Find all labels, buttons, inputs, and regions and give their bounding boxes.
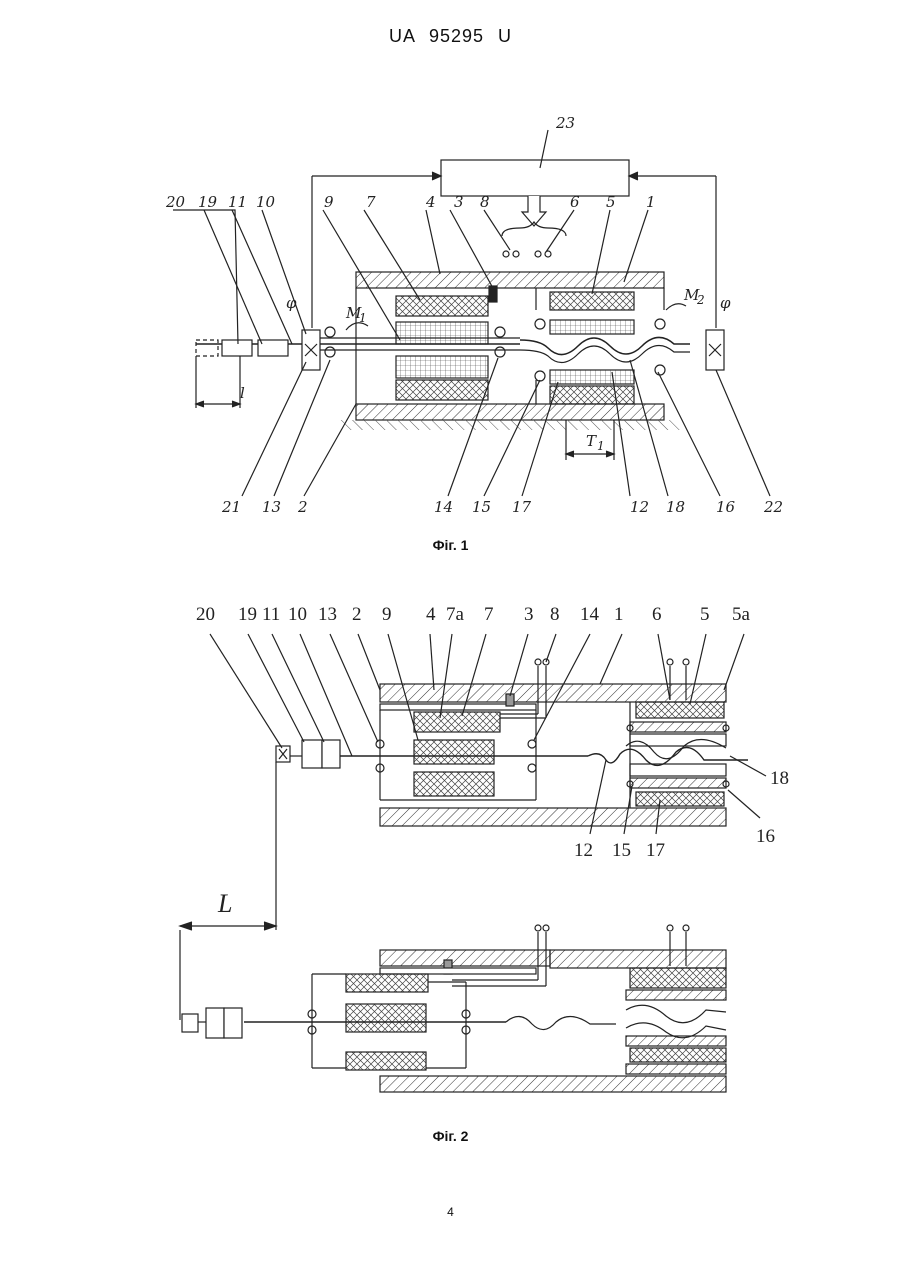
fig2-label: 14 [580,604,600,625]
fig2-label: 6 [652,604,662,625]
fig1-label: 4 [425,193,436,211]
fig2-label: 4 [426,604,436,625]
fig2-label: 12 [574,840,593,861]
fig1-label-23: 23 [555,114,575,132]
fig1-label: 18 [666,498,685,516]
fig2-label: 5a [732,604,751,625]
fig1-label: 17 [512,498,532,516]
fig1-label: 14 [434,498,453,516]
fig2-label: 17 [646,840,665,861]
fig2-label: 13 [318,604,337,625]
fig2-label: 7a [446,604,465,625]
fig1-label: 9 [324,193,334,211]
L-label: L [217,889,232,918]
fig2-label: 10 [288,604,307,625]
fig2-label: 11 [262,604,280,625]
fig2-label: 3 [524,604,534,625]
fig1-label: 15 [472,498,491,516]
fig2-label-18: 18 [770,768,789,789]
fig1-label: 21 [221,498,241,516]
fig1-label: 22 [763,498,783,516]
figure-2-caption: Фіг. 2 [0,1128,901,1144]
fig1-label: 1 [646,193,656,211]
fig2-label: 2 [352,604,362,625]
fig1-label: 10 [256,193,276,211]
t-subscript: 1 [597,439,605,453]
figure-1 [173,130,770,496]
fig1-label: 8 [480,193,490,211]
fig1-label: 11 [228,193,247,211]
t-label: T [586,432,597,450]
phi-label: φ [286,294,297,312]
m1-subscript: 1 [359,311,367,325]
m2-subscript: 2 [696,293,705,307]
phi-label: φ [720,294,731,312]
fig1-label: 19 [198,193,218,211]
fig1-label: 16 [716,498,736,516]
fig1-label: 12 [630,498,649,516]
figure-1-caption: Фіг. 1 [0,537,901,553]
l-label: l [240,384,245,402]
fig1-label: 6 [570,193,580,211]
fig1-label: 3 [454,193,464,211]
fig2-label: 8 [550,604,560,625]
page-number: 4 [0,1205,901,1219]
fig2-label: 5 [700,604,710,625]
fig1-label: 5 [606,193,616,211]
fig1-label: 2 [297,498,308,516]
control-unit-23 [441,160,629,196]
fig2-label: 15 [612,840,631,861]
fig1-label: 20 [165,193,186,211]
fig2-label: 20 [196,604,215,625]
fig2-label: 1 [614,604,624,625]
housing-top [356,272,664,288]
fig2-label: 9 [382,604,392,625]
figure-2-bottom [182,925,726,1092]
fig1-label: 7 [366,193,376,211]
fig2-label: 16 [756,826,775,847]
fig2-label: 7 [484,604,494,625]
fig1-label: 13 [262,498,281,516]
fig2-label: 19 [238,604,257,625]
